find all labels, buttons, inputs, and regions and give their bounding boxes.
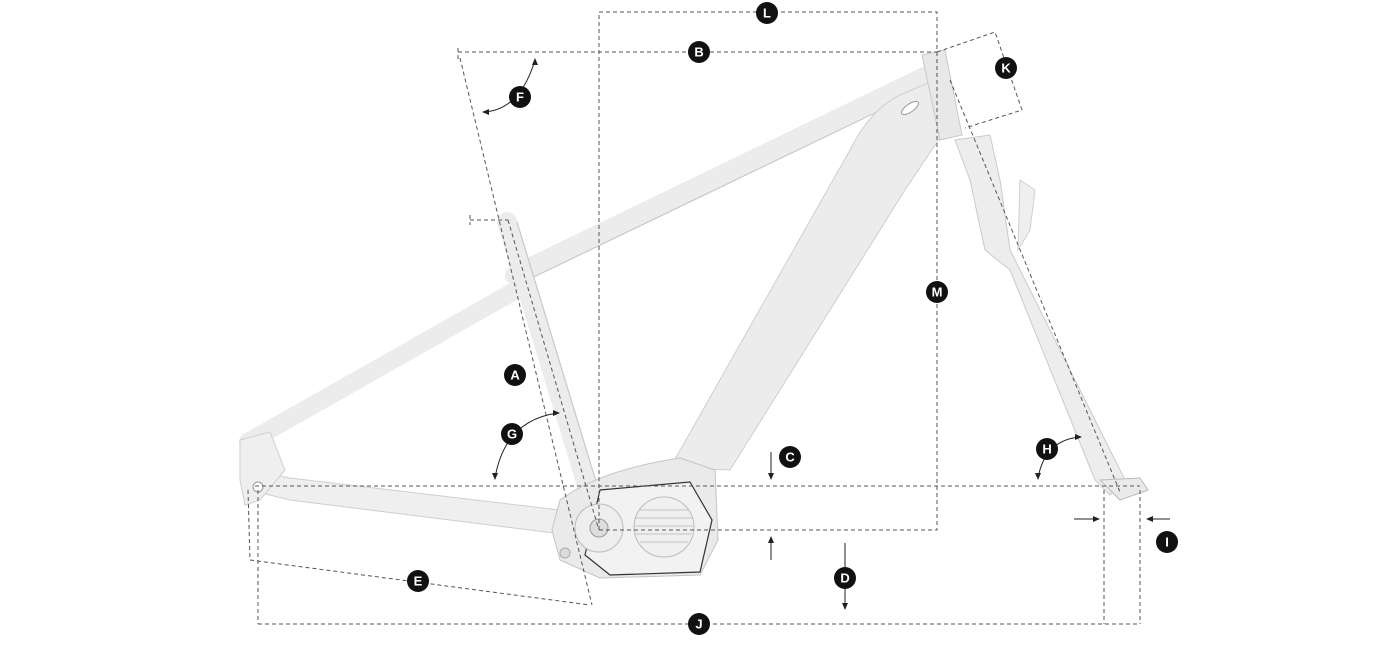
motor-vent-slats xyxy=(635,509,693,543)
label-i: I xyxy=(1156,531,1178,553)
chainstay xyxy=(249,469,571,536)
label-f: F xyxy=(509,86,531,108)
label-g: G xyxy=(501,423,523,445)
svg-text:A: A xyxy=(510,368,520,383)
svg-text:C: C xyxy=(785,450,795,465)
cable-port xyxy=(900,100,920,116)
svg-text:D: D xyxy=(840,571,849,586)
fork xyxy=(954,134,1126,496)
label-k: K xyxy=(995,57,1017,79)
label-b: B xyxy=(688,41,710,63)
seat-tube-edge xyxy=(516,221,599,489)
fork-dropout xyxy=(1098,477,1149,501)
svg-text:B: B xyxy=(694,45,703,60)
svg-text:L: L xyxy=(763,6,771,21)
label-d: D xyxy=(834,567,856,589)
dimension-labels: L B K F M A G C H I D E J xyxy=(407,2,1178,635)
top-tube-edge xyxy=(514,83,936,287)
rear-dropout xyxy=(239,431,286,506)
label-m: M xyxy=(926,281,948,303)
down-tube xyxy=(669,79,946,471)
bolt xyxy=(559,547,571,559)
bike-frame xyxy=(239,49,1149,579)
top-tube xyxy=(505,62,945,285)
label-j: J xyxy=(688,613,710,635)
label-e: E xyxy=(407,570,429,592)
svg-text:F: F xyxy=(516,90,524,105)
label-l: L xyxy=(756,2,778,24)
motor-vent xyxy=(633,496,695,558)
svg-text:G: G xyxy=(507,427,517,442)
svg-text:H: H xyxy=(1042,442,1051,457)
seatstay xyxy=(239,276,534,451)
svg-text:K: K xyxy=(1001,61,1011,76)
svg-text:M: M xyxy=(932,285,943,300)
label-h: H xyxy=(1036,438,1058,460)
label-a: A xyxy=(504,364,526,386)
svg-text:I: I xyxy=(1165,535,1169,550)
fork-arch xyxy=(1017,179,1036,252)
svg-text:J: J xyxy=(695,617,702,632)
seat-tube xyxy=(497,212,600,505)
label-c: C xyxy=(779,446,801,468)
svg-text:E: E xyxy=(414,574,423,589)
